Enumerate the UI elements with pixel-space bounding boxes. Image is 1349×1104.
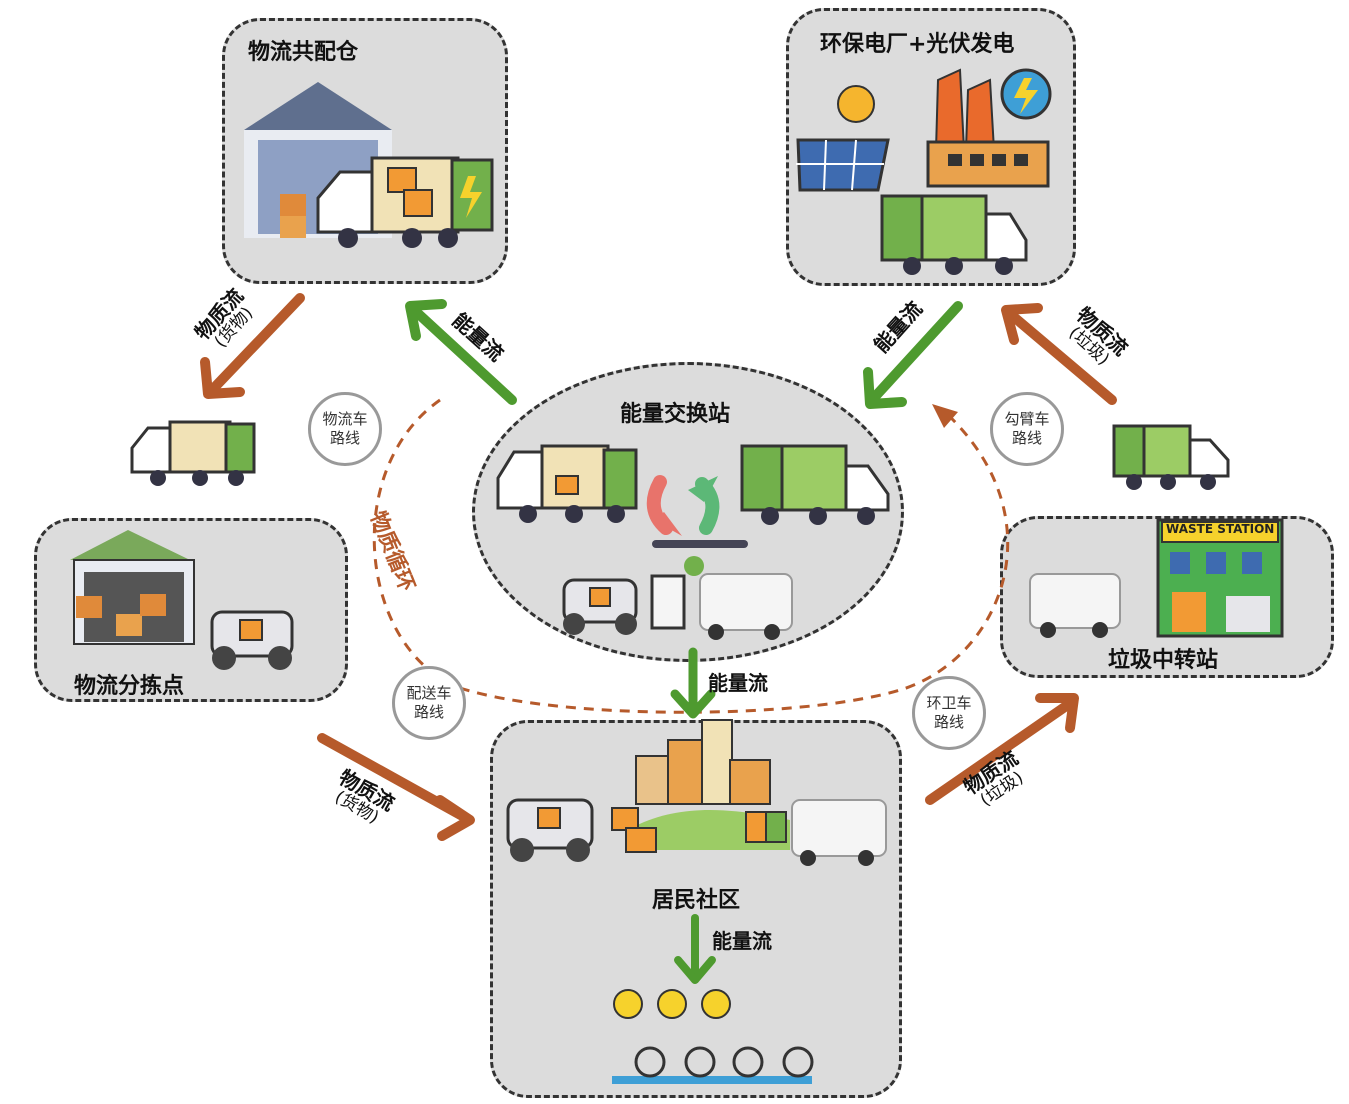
community-boxes-icon xyxy=(611,807,657,853)
station-robot-icon xyxy=(562,578,638,635)
route-sanitation-vehicle: 环卫车 路线 xyxy=(912,676,986,750)
route-line-1: 配送车 xyxy=(406,683,452,702)
material-arrow-sorting-to-community xyxy=(317,733,475,841)
flow-label-station-community: 能量流 xyxy=(708,672,768,694)
route-line-2: 路线 xyxy=(329,429,360,447)
community-sanitation-vehicle-icon xyxy=(791,799,887,866)
material-arrow-transfer-to-plant xyxy=(1001,303,1117,405)
e-bike-charging-icon xyxy=(612,989,814,1084)
power-plant-title: 环保电厂+光伏发电 xyxy=(820,32,1015,57)
station-garbage-truck-icon xyxy=(740,444,890,525)
material-cycle-arc xyxy=(372,398,1010,714)
sorting-point-title: 物流分拣点 xyxy=(74,674,185,699)
route-line-2: 路线 xyxy=(413,703,444,721)
energy-station-title: 能量交换站 xyxy=(620,402,731,427)
transfer-station-title: 垃圾中转站 xyxy=(1108,648,1219,673)
sun-icon xyxy=(837,85,875,123)
route-line-2: 路线 xyxy=(933,713,964,731)
material-arrow-community-to-transfer xyxy=(925,693,1079,805)
garbage-truck-icon-plant xyxy=(880,194,1028,275)
route-logistics-truck: 物流车 路线 xyxy=(308,392,382,466)
delivery-truck-icon-warehouse xyxy=(316,156,494,248)
energy-arrow-station-to-warehouse xyxy=(405,299,517,405)
flow-label-community-charging: 能量流 xyxy=(712,930,772,952)
station-delivery-truck-icon xyxy=(496,444,638,523)
flow-text: 能量流 xyxy=(712,929,772,953)
delivery-robot-icon-sorting xyxy=(210,610,294,670)
waste-station-building-icon xyxy=(1156,518,1284,638)
energy-arrow-plant-to-station xyxy=(863,301,963,409)
material-cycle-arrowhead xyxy=(932,404,958,428)
route-line-1: 物流车 xyxy=(322,409,368,428)
energy-arrow-station-to-community xyxy=(670,647,716,719)
charging-pile-icon xyxy=(650,540,748,630)
energy-station-ellipse xyxy=(472,362,904,662)
station-sanitation-vehicle-icon xyxy=(699,573,793,640)
route-line-2: 路线 xyxy=(1011,429,1042,447)
energy-arrow-community-to-charging xyxy=(674,914,716,984)
warehouse-title: 物流共配仓 xyxy=(248,40,359,65)
material-arrow-warehouse-to-sorting xyxy=(200,293,305,399)
community-title: 居民社区 xyxy=(652,888,741,913)
sorting-warehouse-icon xyxy=(70,530,195,645)
factory-icon xyxy=(926,68,1052,188)
route-delivery-vehicle: 配送车 路线 xyxy=(392,666,466,740)
recycle-bins-icon xyxy=(745,811,787,843)
waste-station-sign: WASTE STATION xyxy=(1166,522,1275,536)
route-line-1: 环卫车 xyxy=(926,693,972,712)
logistics-truck-icon xyxy=(130,420,256,486)
community-box xyxy=(490,720,902,1098)
solar-panel-icon xyxy=(796,138,890,192)
flow-text: 能量流 xyxy=(708,671,768,695)
small-garbage-truck-icon xyxy=(1112,424,1230,490)
sanitation-vehicle-icon-transfer xyxy=(1029,573,1121,638)
route-hook-arm-truck: 勾臂车 路线 xyxy=(990,392,1064,466)
community-robot-icon xyxy=(506,798,594,862)
route-line-1: 勾臂车 xyxy=(1004,409,1050,428)
